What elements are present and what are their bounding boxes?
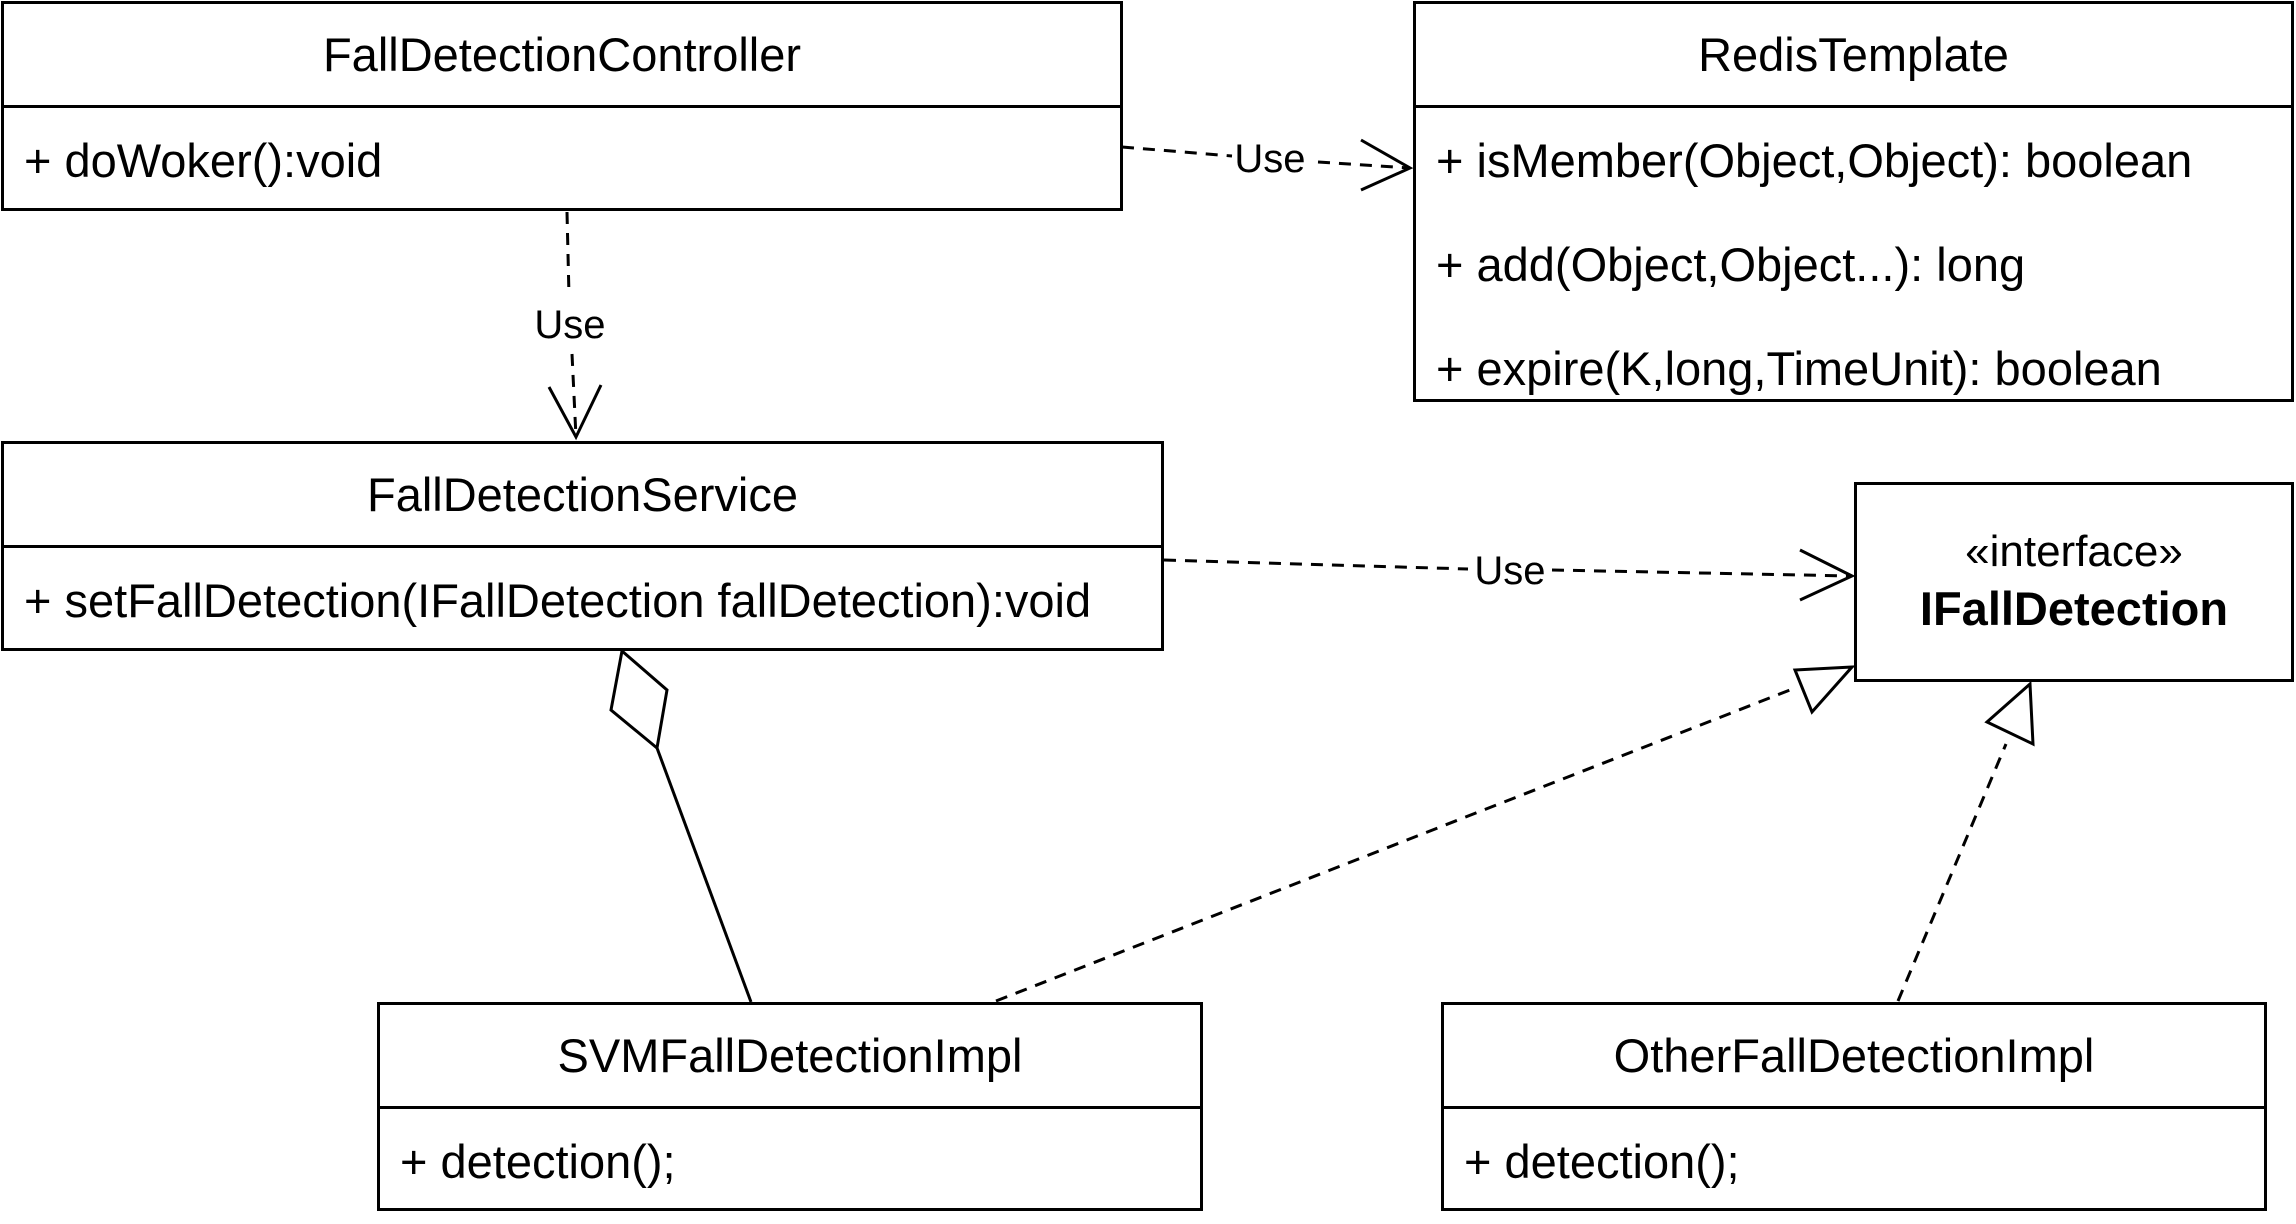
realization-other-interface [1896,680,2035,1002]
class-fall-detection-service[interactable]: FallDetectionService + setFallDetection(… [1,441,1164,651]
class-method: + detection(); [400,1134,676,1188]
hollow-triangle [1792,665,1856,715]
class-method: + setFallDetection(IFallDetection fallDe… [24,573,1092,627]
interface-stereotype: «interface» [1965,527,2183,576]
dependency-controller-service [547,211,603,441]
aggregation-diamond [609,648,669,751]
class-fall-detection-controller[interactable]: FallDetectionController + doWoker():void [1,1,1123,211]
class-method: + doWoker():void [24,133,383,187]
use-label: Use [1474,549,1545,593]
dependency-controller-redis [1121,138,1414,192]
class-other-fall-detection-impl[interactable]: OtherFallDetectionImpl + detection(); [1441,1002,2267,1211]
class-method: + isMember(Object,Object): boolean [1436,133,2193,187]
open-arrowhead [1799,548,1856,602]
use-label: Use [1234,137,1305,181]
class-name: RedisTemplate [1416,4,2291,108]
class-name: OtherFallDetectionImpl [1444,1005,2264,1109]
class-name: FallDetectionController [4,4,1120,108]
realization-svm-interface [995,665,1856,1003]
interface-name: IFallDetection [1919,582,2229,635]
class-svm-fall-detection-impl[interactable]: SVMFallDetectionImpl + detection(); [377,1002,1203,1211]
dependency-service-interface [1163,548,1856,602]
aggregation-svm-service [609,648,753,1003]
class-method: + expire(K,long,TimeUnit): boolean [1436,341,2162,395]
use-label: Use [534,303,605,347]
class-method: + add(Object,Object...): long [1436,237,2026,291]
hollow-triangle [1984,680,2035,747]
class-method: + detection(); [1464,1134,1740,1188]
open-arrowhead [547,384,603,441]
class-name: SVMFallDetectionImpl [380,1005,1200,1109]
class-redis-template[interactable]: RedisTemplate + isMember(Object,Object):… [1413,1,2294,402]
open-arrowhead [1360,138,1414,192]
interface-ifall-detection[interactable]: «interface» IFallDetection [1854,482,2294,682]
class-name: FallDetectionService [4,444,1161,548]
